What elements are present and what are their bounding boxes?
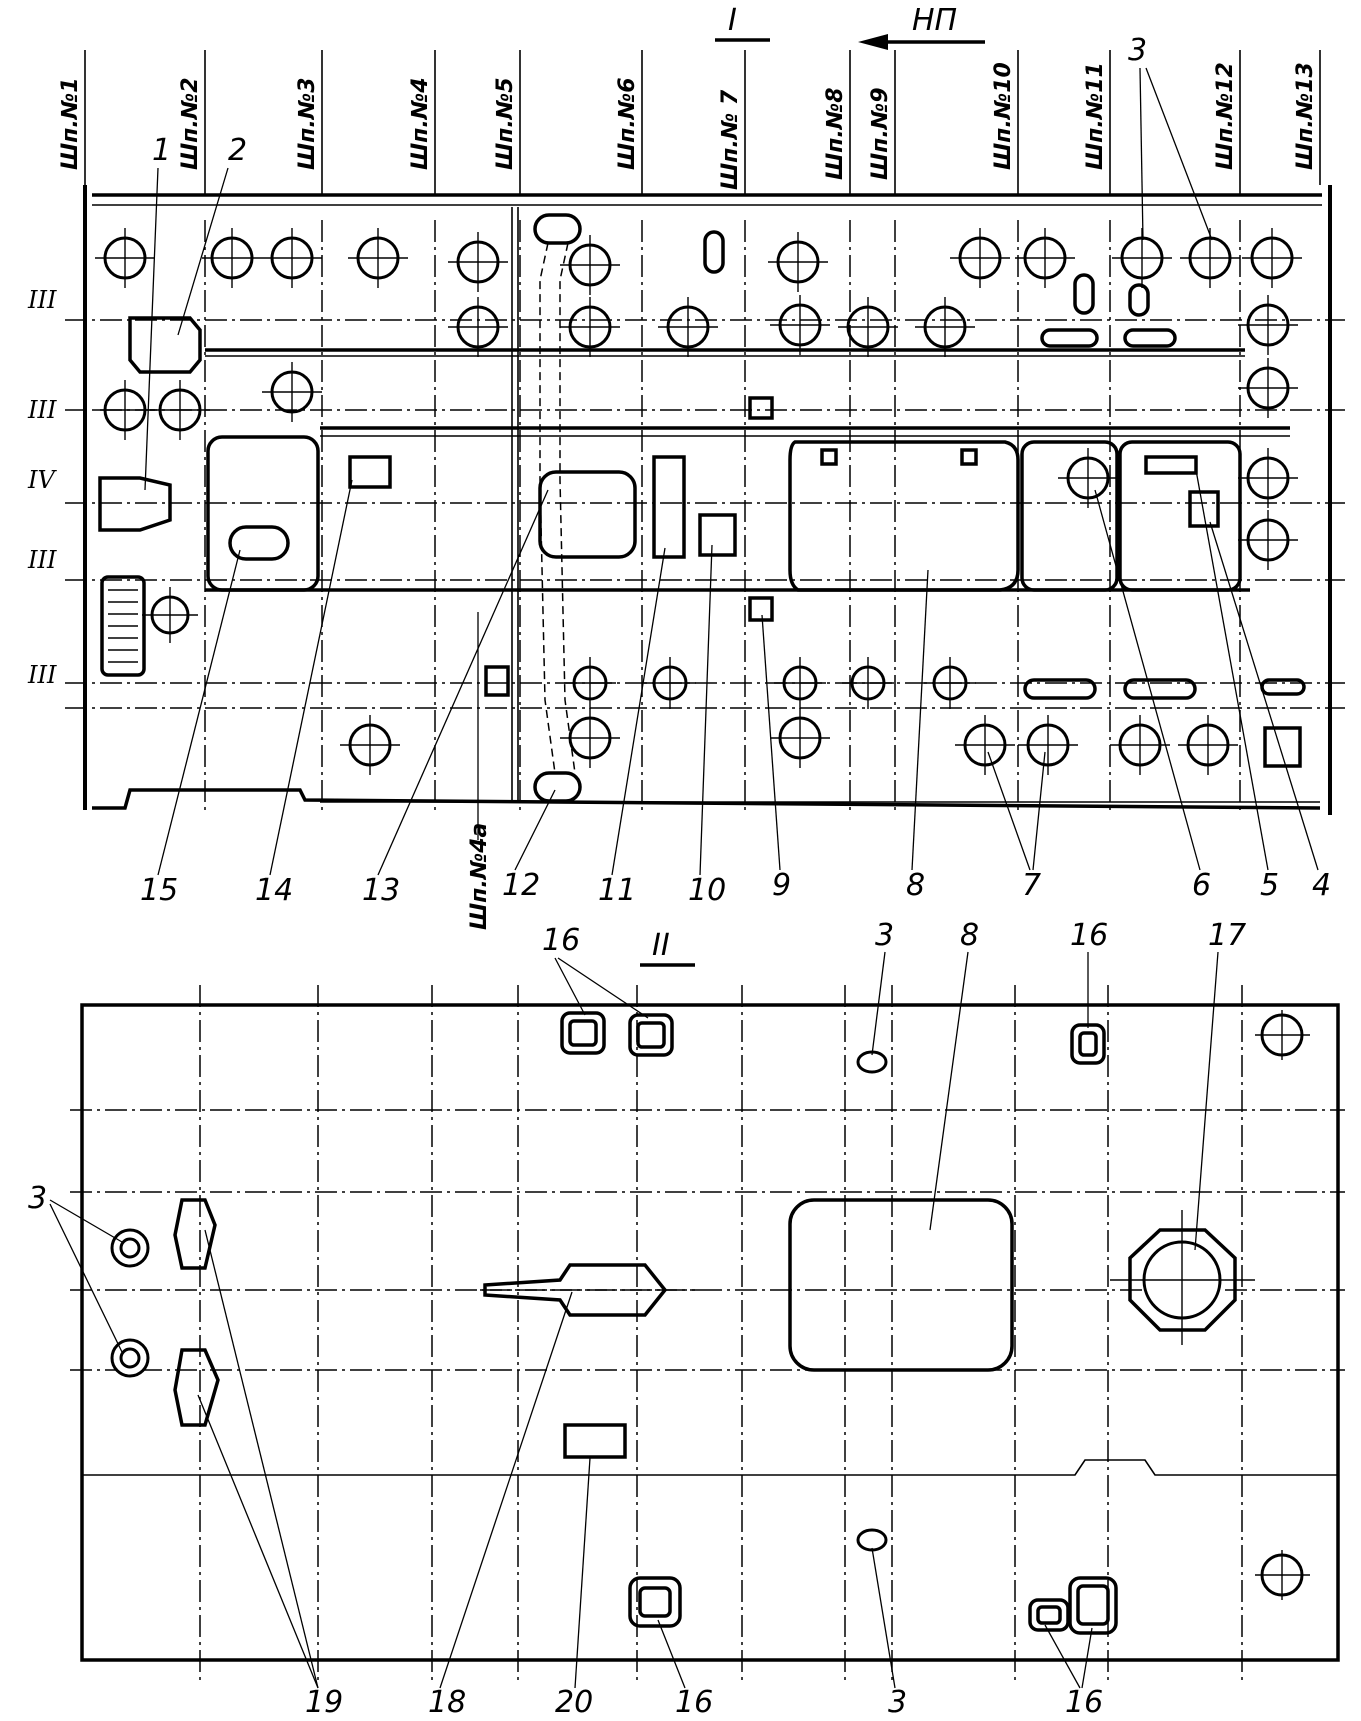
frame-label-13: Шп.№13 [1293,62,1318,170]
callout-b-19: 19 [305,1685,343,1720]
callout-b-18: 18 [428,1685,466,1720]
callouts-top: 1 2 3 15 14 13 12 11 10 9 8 7 [140,33,1331,908]
frame-label-12: Шп.№12 [1213,62,1238,170]
element-8-opening [788,1198,1014,1372]
callout-13: 13 [362,873,400,908]
frame-label-5: Шп.№5 [493,77,518,170]
frame-label-8: Шп.№8 [823,87,848,180]
element-16-marks [560,1011,1118,1635]
row-label-1: III [27,286,57,314]
callout-b-16a: 16 [542,923,580,958]
callout-10: 10 [688,873,726,908]
row-label-5: III [27,661,57,689]
frame-label-1: Шп.№1 [58,77,83,170]
callout-5: 5 [1260,868,1279,903]
callout-14: 14 [255,873,293,908]
callout-7: 7 [1022,868,1041,903]
callout-b-3b: 3 [28,1181,47,1216]
callout-b-3a: 3 [875,918,894,953]
callout-8: 8 [906,868,925,903]
callout-b-16c: 16 [675,1685,713,1720]
callout-11: 11 [598,873,636,908]
frame-label-2: Шп.№2 [178,77,203,170]
callout-2: 2 [228,133,247,168]
callout-6: 6 [1192,868,1211,903]
row-label-3: IV [27,466,57,494]
section-mark-top: I [728,3,737,38]
frame-label-4: Шп.№4 [408,77,433,170]
holes-top-view [95,228,1302,775]
frame-label-4a: Шп.№4а [467,823,492,930]
centerlines-bottom [70,985,1345,1680]
callout-b-8: 8 [960,918,979,953]
section-mark-bottom: II [652,928,670,963]
direction-arrow [858,34,888,50]
row-label-4: III [27,546,57,574]
bottom-view: II [28,918,1345,1720]
frame-label-6: Шп.№6 [615,77,640,170]
frame-label-9: Шп.№9 [868,87,893,180]
frame-labels: Шп.№1 Шп.№2 Шп.№3 Шп.№4 Шп.№5 Шп.№6 Шп.№… [58,62,1318,930]
row-label-2: III [27,396,57,424]
callout-9: 9 [772,868,791,903]
callout-b-3c: 3 [888,1685,907,1720]
frame-label-11: Шп.№11 [1083,62,1108,170]
direction-label: НП [912,3,957,38]
callout-b-16d: 16 [1065,1685,1103,1720]
frame-label-10: Шп.№10 [991,62,1016,170]
top-view: Шп.№1 Шп.№2 Шп.№3 Шп.№4 Шп.№5 Шп.№6 Шп.№… [27,3,1345,930]
element-17-flange [1128,1228,1237,1332]
callouts-bottom: 16 3 8 16 17 3 19 18 20 16 3 16 [28,918,1246,1720]
callout-12: 12 [502,868,540,903]
frame-label-7: Шп.№ 7 [718,89,743,190]
callout-4: 4 [1312,868,1331,903]
callout-b-16b: 16 [1070,918,1108,953]
callout-3: 3 [1128,33,1147,68]
centerlines-top [65,50,1345,815]
element-3-holes [110,1010,1310,1600]
callout-15: 15 [140,873,178,908]
callout-1: 1 [152,133,171,168]
element-20-plate [563,1423,627,1459]
callout-b-20: 20 [555,1685,593,1720]
frame-label-3: Шп.№3 [295,77,320,170]
callout-b-17: 17 [1208,918,1246,953]
